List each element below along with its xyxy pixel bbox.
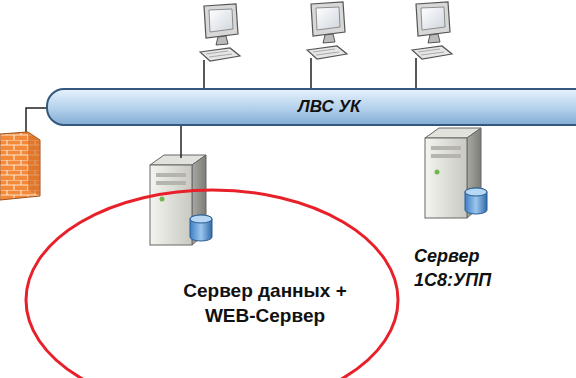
- highlight-ellipse: [26, 190, 398, 378]
- node-label: Сервер данных + WEB-Сервер: [140, 278, 360, 328]
- node-label: ЛВС УК: [298, 97, 576, 117]
- firewall-icon: [0, 132, 40, 200]
- server-icon: [150, 155, 212, 245]
- data-server: Сервер данных + WEB-Сервер: [140, 150, 360, 340]
- network-link: [180, 126, 182, 158]
- node-label: Сервер 1С8:УПП: [414, 244, 524, 292]
- network-bus: ЛВС УК: [46, 88, 576, 126]
- server-icon: [425, 128, 487, 218]
- app-server: Сервер 1С8:УПП: [414, 124, 524, 296]
